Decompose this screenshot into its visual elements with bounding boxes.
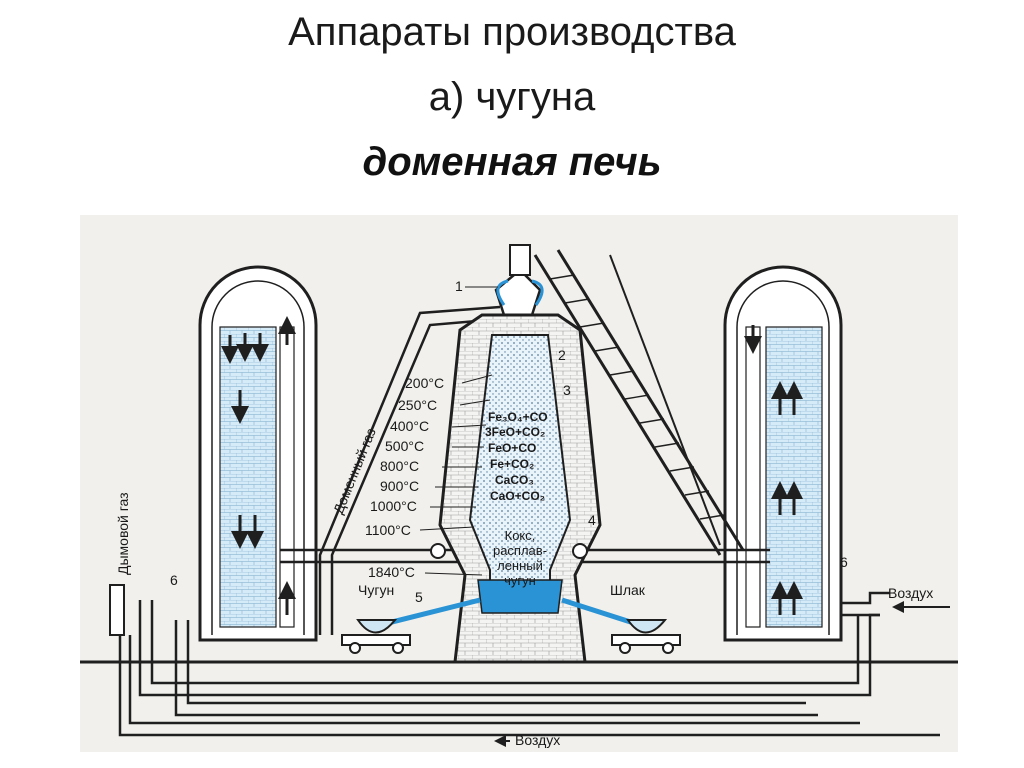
callout-3: 3 — [563, 382, 571, 398]
right-hot-blast-stove — [723, 265, 843, 642]
temp-label: 800°C — [380, 458, 419, 474]
slide-title-line3: доменная печь — [362, 140, 662, 184]
slag-ladle-car — [611, 619, 681, 654]
temp-label: 900°C — [380, 478, 419, 494]
diagram-svg: 200°C 250°C 400°C 500°C 800°C 900°C 1000… — [80, 215, 958, 752]
flue-stub — [109, 584, 125, 636]
temp-label: 400°C — [390, 418, 429, 434]
air-intake-right-label: Воздух — [888, 585, 933, 601]
air-intake-bottom-label: Воздух — [515, 732, 560, 748]
iron-inner-label: чугун — [504, 573, 536, 588]
callout-1: 1 — [455, 278, 463, 294]
reaction-label: Fe₃O₄+CO — [488, 410, 548, 424]
reaction-label: CaO+CO₂ — [490, 489, 545, 503]
reaction-label: FeO+CO — [488, 441, 536, 455]
reaction-label: 3FeO+CO₂ — [485, 425, 545, 439]
gas-flow-arrows — [496, 279, 544, 306]
coke-label: Кокс, — [505, 528, 536, 543]
slag-output-label: Шлак — [610, 582, 646, 598]
reaction-label: CaCO₃ — [495, 473, 534, 487]
temp-label: 200°C — [405, 375, 444, 391]
blast-furnace-diagram: 200°C 250°C 400°C 500°C 800°C 900°C 1000… — [80, 215, 958, 752]
reaction-labels: Fe₃O₄+CO 3FeO+CO₂ FeO+CO Fe+CO₂ CaCO₃ Ca… — [485, 410, 548, 503]
temp-label: 1000°C — [370, 498, 417, 514]
iron-output-label: Чугун — [358, 582, 394, 598]
left-hot-blast-stove — [198, 265, 318, 642]
callout-4: 4 — [588, 512, 596, 528]
slide-title-line1: Аппараты производства — [288, 10, 736, 54]
temp-label: 1840°C — [368, 564, 415, 580]
iron-ladle-car — [341, 619, 411, 654]
callout-6-left: 6 — [170, 572, 178, 588]
temperature-leaders — [419, 374, 493, 576]
temp-label: 500°C — [385, 438, 424, 454]
temp-label: 1100°C — [365, 522, 411, 538]
slide-title-line2: а) чугуна — [428, 75, 596, 119]
temp-label: 250°C — [398, 397, 437, 413]
callout-5: 5 — [415, 589, 423, 605]
callout-2: 2 — [558, 347, 566, 363]
callout-numbers: 1 2 3 4 5 6 6 — [170, 278, 848, 605]
callout-6-right: 6 — [840, 554, 848, 570]
flue-gas-label: Дымовой газ — [115, 492, 131, 575]
reaction-label: Fe+CO₂ — [490, 457, 534, 471]
furnace-zone-labels: Кокс, расплав- ленный чугун — [493, 528, 547, 588]
skip-hoist — [533, 249, 745, 556]
molten-label: расплав- — [493, 543, 547, 558]
temperature-labels: 200°C 250°C 400°C 500°C 800°C 900°C 1000… — [365, 375, 444, 580]
molten-label-2: ленный — [497, 558, 543, 573]
